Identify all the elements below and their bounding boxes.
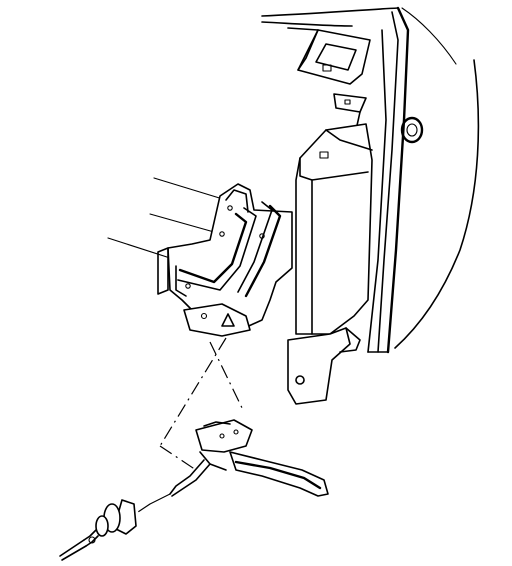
body-panel xyxy=(261,7,480,349)
grommet-icon xyxy=(400,116,424,144)
alignment-centerline xyxy=(159,337,245,471)
cable-end-fitting xyxy=(59,499,137,561)
leader-lines xyxy=(107,177,227,259)
release-cable xyxy=(137,493,171,513)
release-bracket xyxy=(157,183,293,331)
latch-plate xyxy=(183,303,251,337)
release-lever xyxy=(169,419,329,497)
lower-mount-foot xyxy=(287,327,361,405)
upper-bracket xyxy=(287,27,371,85)
door-pillar xyxy=(367,6,410,354)
latch-housing xyxy=(295,123,373,335)
